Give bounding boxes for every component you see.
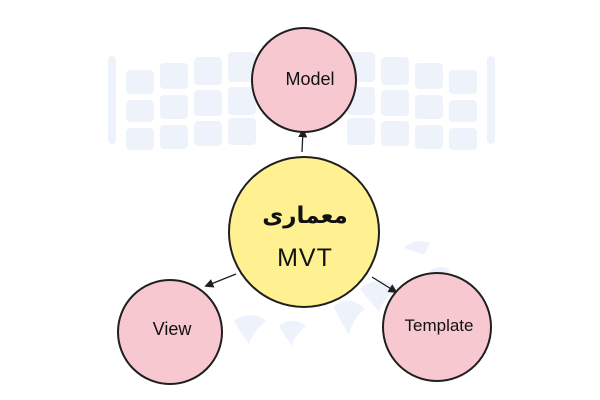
connector-center-model [298,128,308,153]
model-node [251,27,357,133]
template-node [382,272,492,382]
center-title: معماری [262,203,348,229]
center-node [228,156,380,308]
view-label: View [152,319,192,339]
connector-center-template [371,276,398,293]
connector-center-view [204,273,237,288]
view-node [117,279,223,385]
model-label: Model [285,69,335,89]
template-label: Template [404,316,474,335]
center-subtitle: MVT [277,244,333,272]
